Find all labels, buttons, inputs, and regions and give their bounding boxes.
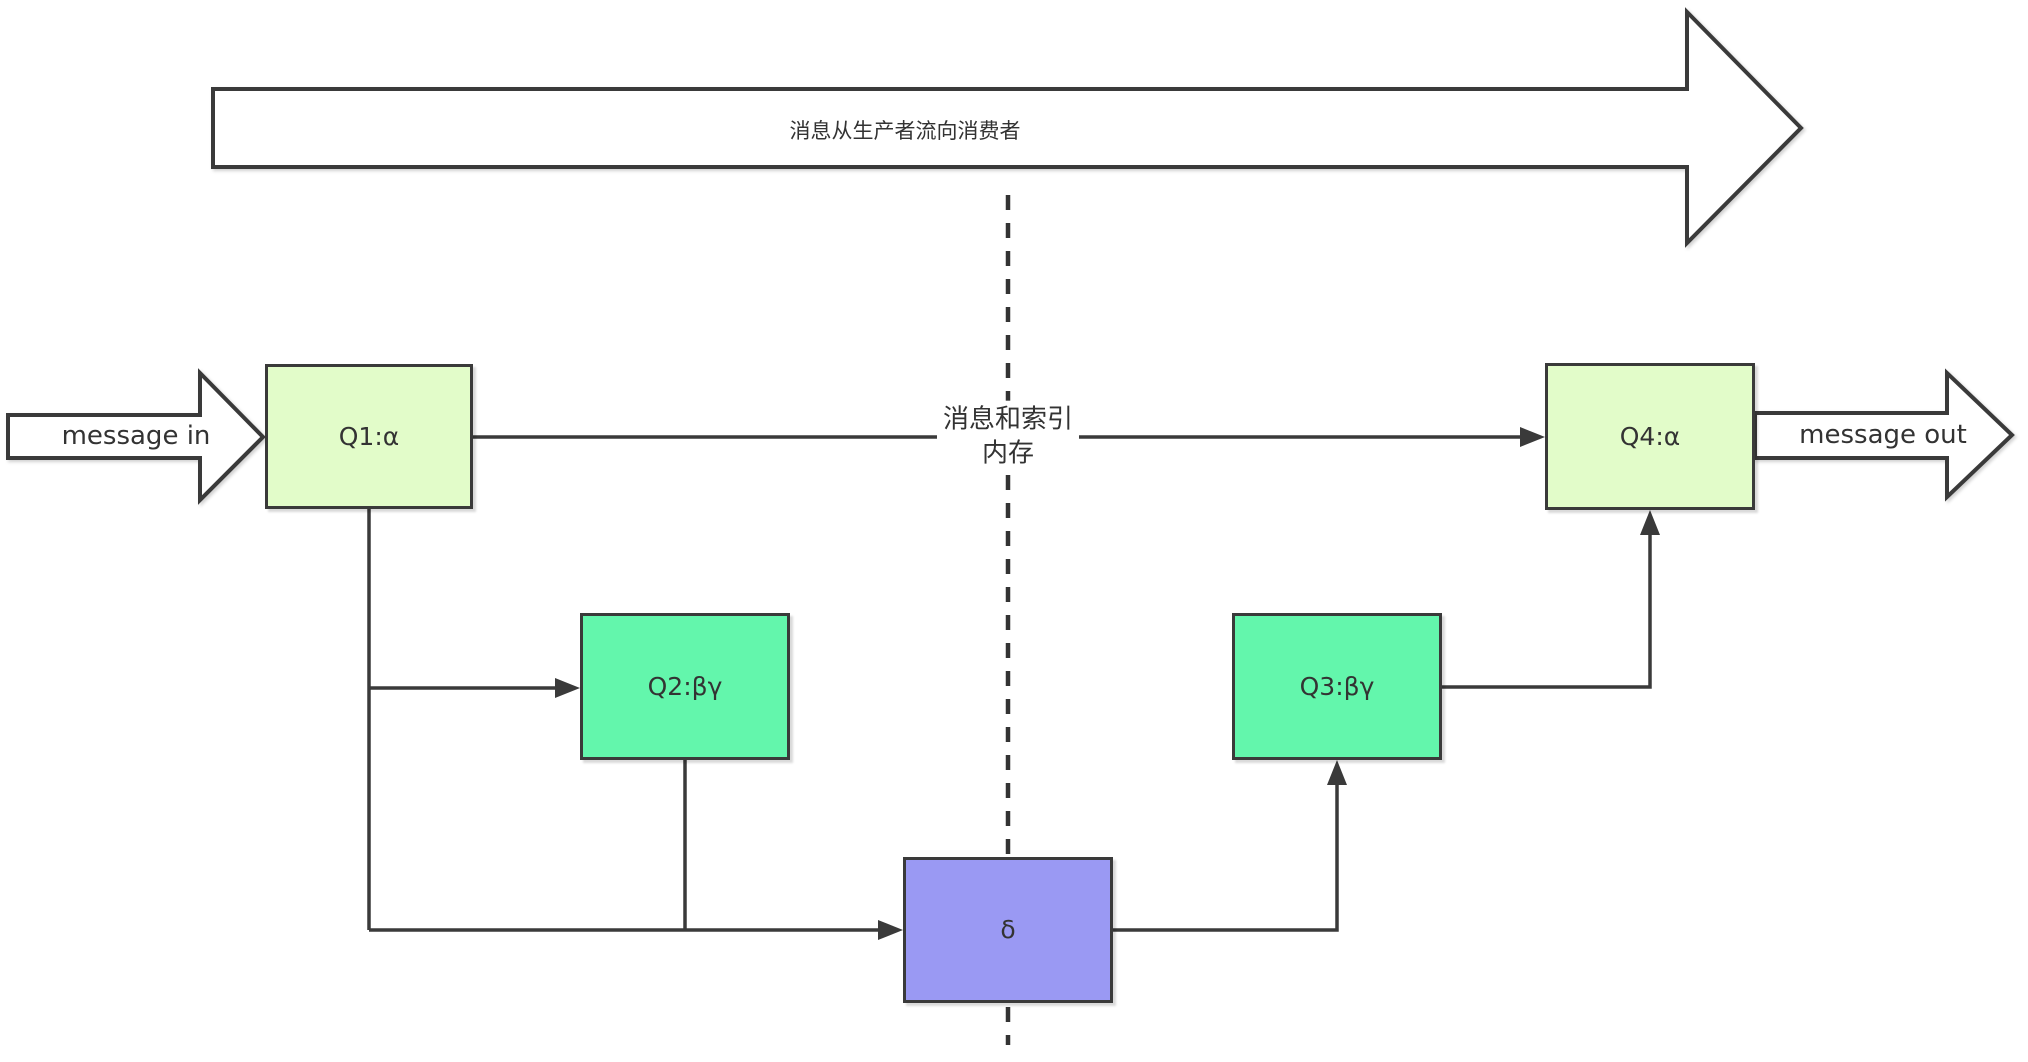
queue-box-q4-label: Q4:α: [1619, 421, 1681, 451]
delta-box-label: δ: [1000, 915, 1016, 944]
arrowhead-into-q4-bottom-icon: [1640, 510, 1660, 535]
arrowhead-into-delta-left-icon: [878, 920, 903, 940]
queue-box-q2: Q2:βγ: [580, 613, 790, 760]
arrowhead-into-q4-left-icon: [1520, 427, 1545, 447]
flow-direction-arrow: [211, 7, 1804, 248]
queue-box-q2-label: Q2:βγ: [647, 671, 723, 701]
message-out-label: message out: [1799, 420, 1967, 450]
memory-boundary-label-line1: 消息和索引: [942, 404, 1074, 435]
queue-box-q1-label: Q1:α: [338, 421, 400, 451]
connector-q3-to-q4: [1442, 533, 1652, 689]
message-out-arrow: [1753, 368, 2015, 502]
message-in-label: message in: [61, 421, 211, 451]
arrowhead-into-q3-bottom-icon: [1327, 760, 1347, 785]
delta-box: δ: [903, 857, 1113, 1003]
message-in-arrow: [6, 368, 266, 505]
queue-box-q1: Q1:α: [265, 364, 473, 509]
connector-delta-to-q3: [1113, 783, 1339, 932]
flow-direction-label: 消息从生产者流向消费者: [789, 119, 1021, 143]
memory-boundary-label: 消息和索引 内存: [936, 400, 1080, 474]
arrowhead-into-q2-left-icon: [555, 678, 580, 698]
queue-box-q3-label: Q3:βγ: [1299, 671, 1375, 701]
memory-boundary-label-line2: 内存: [981, 439, 1035, 469]
queue-box-q4: Q4:α: [1545, 363, 1755, 510]
queue-box-q3: Q3:βγ: [1232, 613, 1442, 760]
